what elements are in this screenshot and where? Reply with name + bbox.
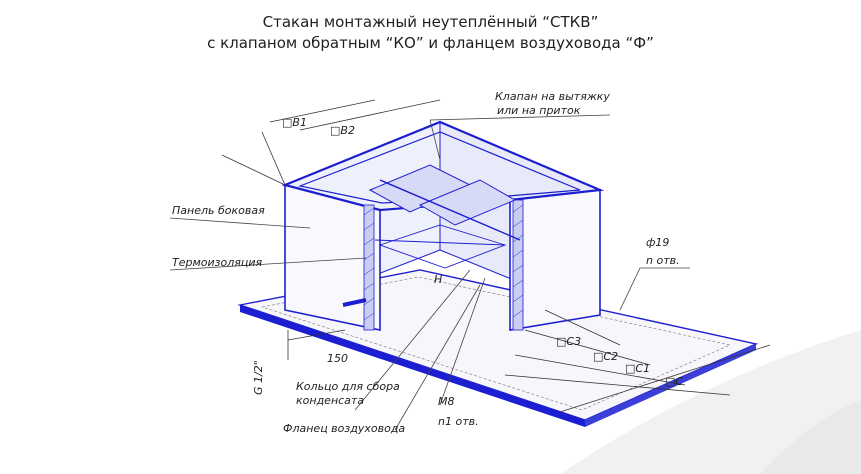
leader-flange [394,284,481,431]
insulation-left [363,204,375,331]
leader-top [221,154,286,186]
dim-b1-line [269,99,376,123]
leader-valve [429,119,441,161]
title-line-2: с клапаном обратным “КО” и фланцем возду… [207,34,654,52]
dim-c3-line [544,309,621,346]
title-line-1: Стакан монтажный неутеплённый “СТКВ” [262,13,599,31]
label-c: □C [665,375,683,388]
leader-insulation [169,257,367,271]
base-flange-edge-right [585,344,756,427]
label-c2: □C2 [593,350,618,363]
leader-ring [354,269,471,411]
label-valve: Клапан на вытяжку [495,90,610,103]
dim-b2-line [299,99,441,131]
label-insulation: Термоизоляция [172,256,263,269]
dim-c1-line [514,354,686,386]
label-h: H [434,273,442,286]
label-d19: ф19 [646,236,669,249]
valve-axis [379,179,521,241]
label-ring-1: Кольцо для сбора [296,380,400,393]
label-n1-holes: n1 отв. [438,415,479,428]
label-side-panel: Панель боковая [172,204,265,217]
label-c3: □C3 [556,335,581,348]
background-swoosh [560,330,861,474]
valve-frame [374,239,506,246]
leader-m8 [439,277,486,406]
background-swoosh-2 [760,400,861,474]
dim-b1-ext [261,131,286,186]
dim-c-line [504,374,731,396]
label-m8: М8 [438,395,455,408]
label-g12: G 1/2" [252,360,265,395]
base-flange-edge [240,305,585,427]
side-panel-right [509,189,601,331]
insulation-hatch [363,204,524,321]
dim-c-diag [559,344,771,413]
inner-frame [378,224,507,269]
label-flange: Фланец воздуховода [283,422,405,435]
dim-150-line [287,329,346,341]
diagram-title: Стакан монтажный неутеплённый “СТКВ” с к… [0,12,861,54]
condensate-tube [342,298,367,307]
leader-hole [619,267,641,311]
label-150: 150 [327,352,348,365]
leader-side-panel [169,217,311,229]
top-rim-inner [297,131,581,204]
dim-c2-line [524,329,651,366]
label-valve-2: или на приток [497,104,581,117]
leader-valve-underline [429,114,611,121]
label-b1: □B1 [282,116,307,129]
label-ring-2: конденсата [296,394,364,407]
label-n-holes: n отв. [646,254,680,267]
label-b2: □B2 [330,124,355,137]
label-c1: □C1 [625,362,650,375]
valve-blade-2 [418,179,517,226]
insulation-right [512,199,524,331]
